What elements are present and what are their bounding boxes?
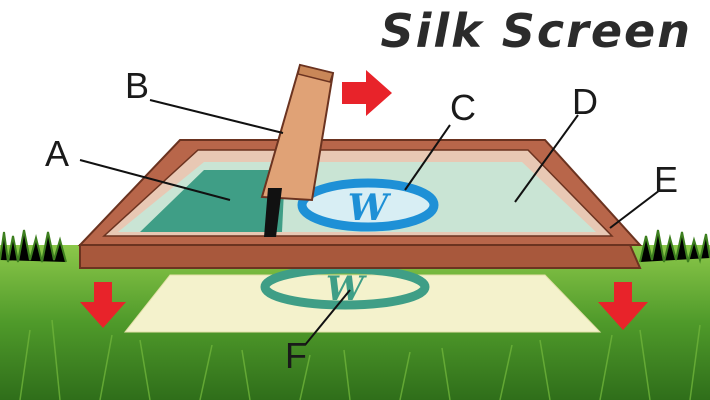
- label-a: A: [45, 133, 70, 174]
- label-f: F: [285, 335, 307, 376]
- label-b: B: [125, 65, 150, 106]
- printed-logo-letter: W: [326, 269, 367, 309]
- arrow-down-icon: [80, 282, 126, 328]
- leader-lines: [79, 99, 661, 346]
- ink-area: [140, 170, 285, 232]
- label-c: C: [450, 87, 476, 128]
- stencil-logo: W: [297, 178, 439, 232]
- diagram-title: Silk Screen: [380, 4, 692, 58]
- arrow-right-icon: [342, 70, 392, 116]
- stencil-logo-letter: W: [348, 187, 392, 229]
- squeegee: [260, 63, 335, 237]
- label-d: D: [572, 81, 598, 122]
- label-e: E: [654, 159, 679, 200]
- arrow-down-icon: [598, 282, 648, 330]
